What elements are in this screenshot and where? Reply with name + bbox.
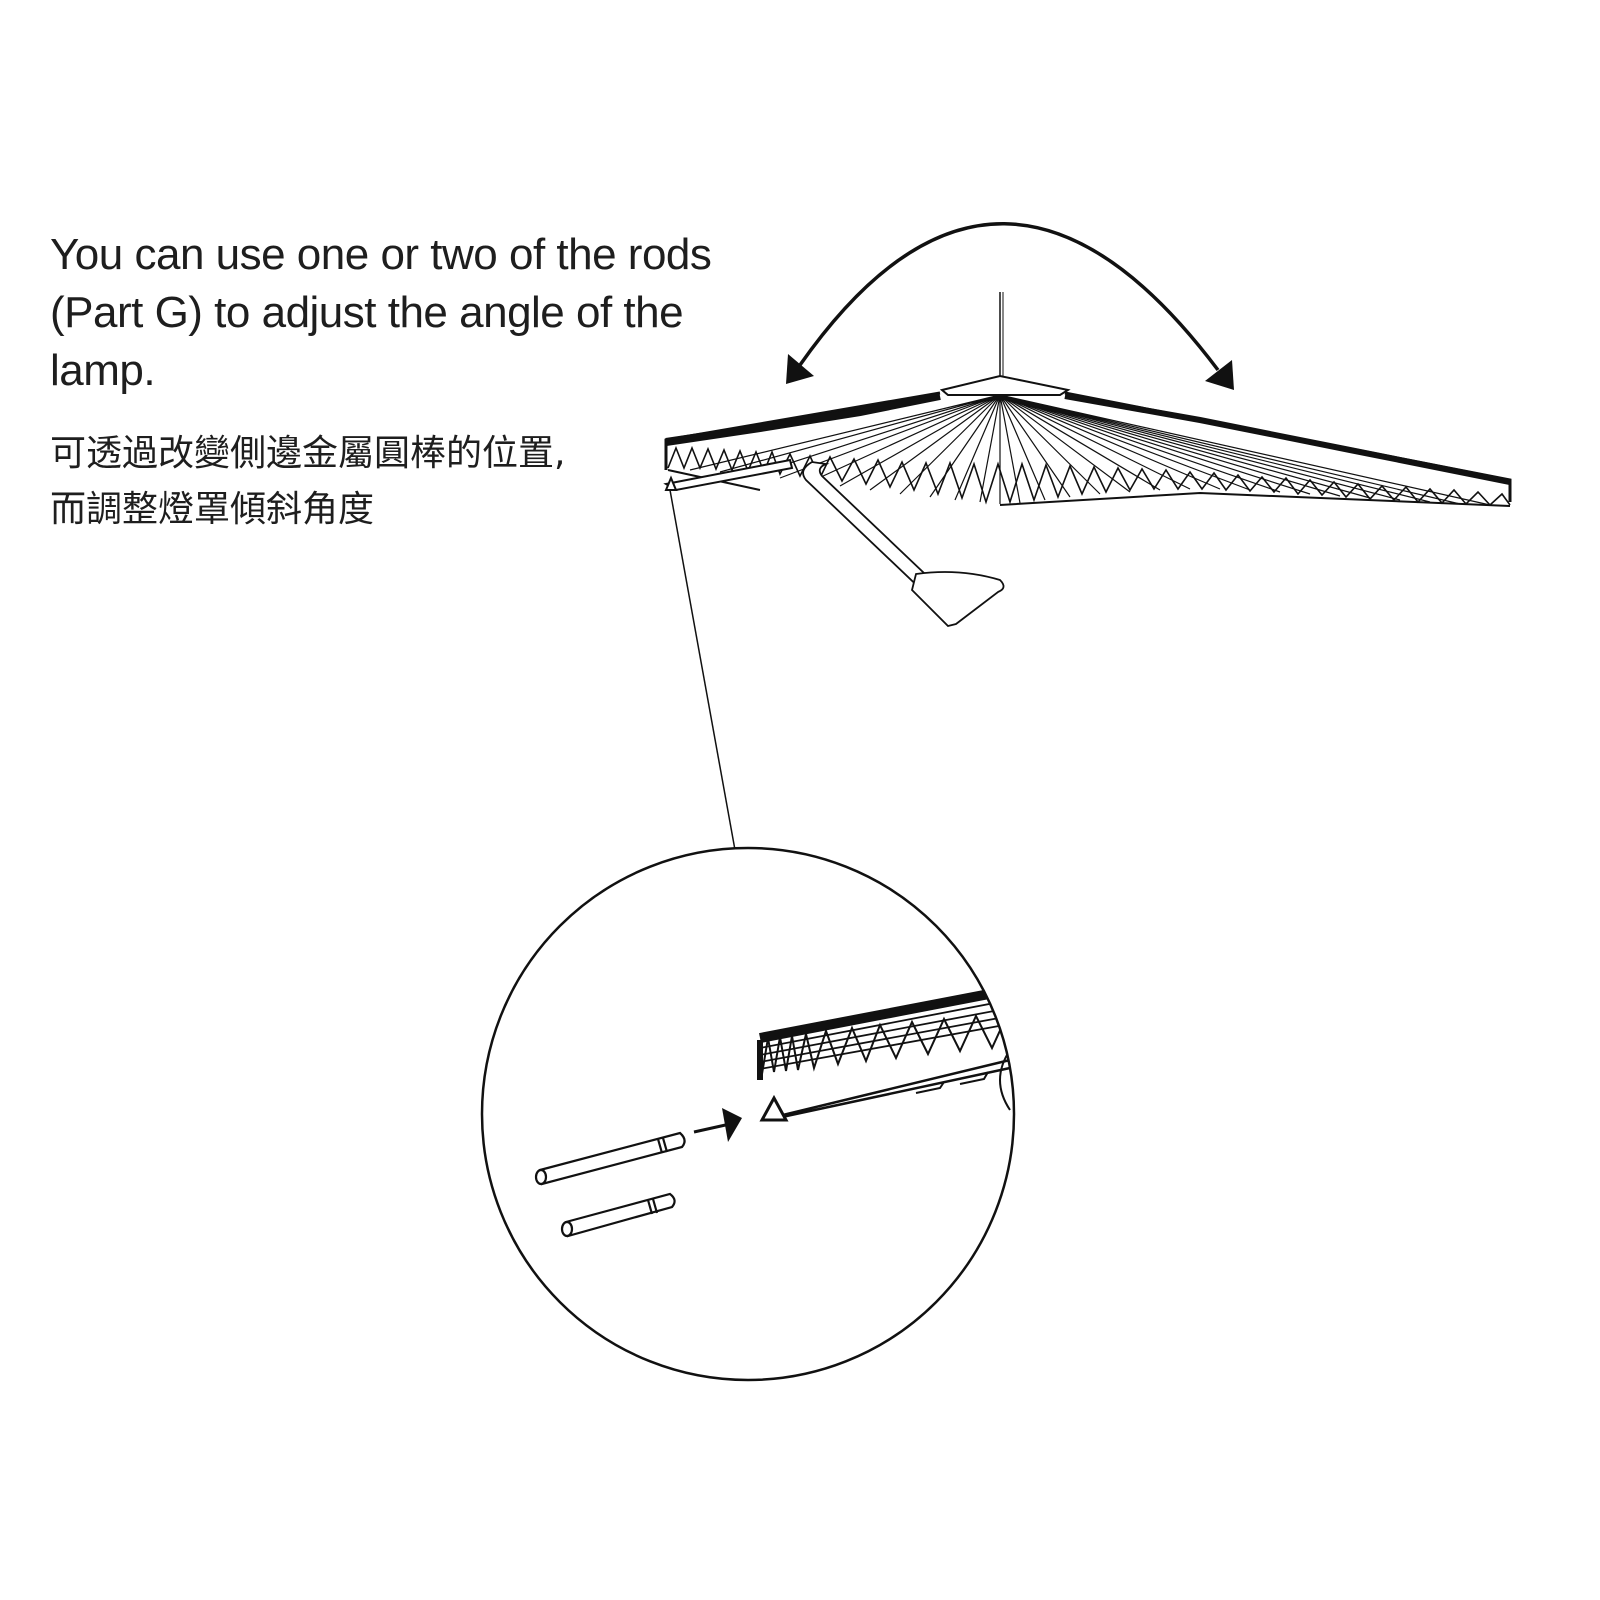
side-rod-channel — [663, 458, 794, 492]
lamp-canopy — [939, 374, 1071, 396]
lamp-bracket-arm — [802, 461, 1005, 627]
instruction-text-chinese: 可透過改變側邊金屬圓棒的位置, 而調整燈罩傾斜角度 — [50, 426, 650, 538]
instruction-chinese-line-2: 而調整燈罩傾斜角度 — [50, 489, 375, 530]
rod-part-g-icon — [534, 1131, 686, 1186]
instruction-text-english: You can use one or two of the rods (Part… — [50, 230, 712, 395]
callout-leader-line — [669, 489, 736, 851]
pleated-lamp-shade — [664, 391, 1512, 507]
rotation-arrow-icon — [786, 222, 1234, 390]
rod-part-g-icon — [560, 1192, 676, 1238]
detail-magnified-view — [480, 846, 1016, 1382]
insert-arrow-icon — [693, 1108, 742, 1142]
instruction-chinese-line-1: 可透過改變側邊金屬圓棒的位置, — [50, 433, 566, 474]
